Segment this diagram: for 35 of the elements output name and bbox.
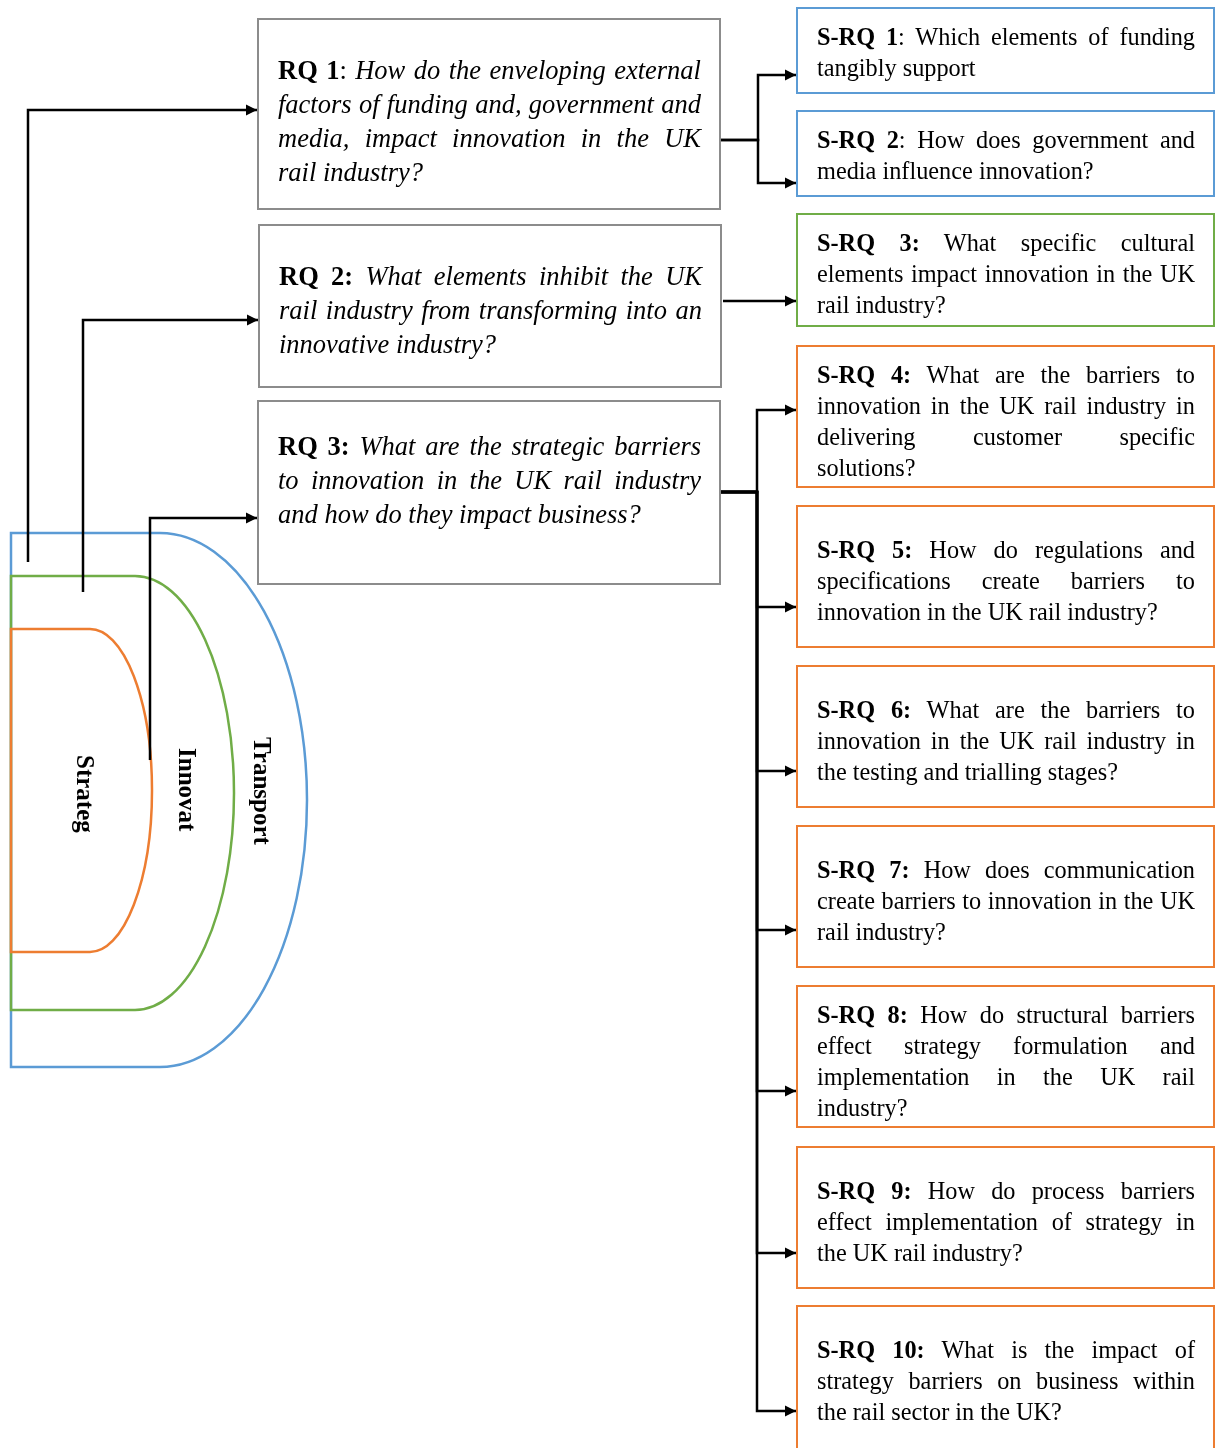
sub-question-box [796,505,1215,648]
sub-question-box [796,345,1215,488]
sub-question-box [796,1146,1215,1289]
question-text: S-RQ 3: What specific cultural elements impact innovation in the UK rail industry? [817,228,1195,320]
sub-question-box [796,1305,1215,1448]
question-text: S-RQ 6: What are the barriers to innovation in the UK rail industry in the testing and trialling stages? [817,695,1195,787]
arrow [723,295,796,307]
question-text: S-RQ 10: What is the impact of strategy barriers on business within the rail sector in the UK? [817,1335,1195,1427]
arrow [148,512,257,760]
question-text: S-RQ 8: How do structural barriers effect strategy formulation and implementation in the UK rail industry? [817,1000,1195,1123]
arrow [26,104,257,562]
sub-question-box [796,7,1215,94]
question-text: RQ 3: What are the strategic barriers to innovation in the UK rail industry and how do they impact business? [278,430,701,531]
question-text: S-RQ 9: How do process barriers effect implementation of strategy in the UK rail industry? [817,1176,1195,1268]
question-text: S-RQ 1: Which elements of funding tangibly support [817,22,1195,83]
question-text: S-RQ 7: How does communication create barriers to innovation in the UK rail industry? [817,855,1195,947]
question-box [257,18,721,210]
band-label: Transport [250,737,275,845]
arrow [721,138,796,189]
question-text: S-RQ 2: How does government and media influence innovation? [817,125,1195,186]
sub-question-box [796,110,1215,197]
question-box [257,400,721,585]
arrow [721,490,796,1417]
arrow [81,314,258,592]
question-text: S-RQ 4: What are the barriers to innovation in the UK rail industry in delivering customer specific solutions? [817,360,1195,483]
band-label: Strateg [73,755,98,833]
sub-question-box [796,825,1215,968]
question-text: RQ 2: What elements inhibit the UK rail industry from transforming into an innovative industry? [279,260,702,361]
sub-question-box [796,213,1215,327]
sub-question-box [796,985,1215,1128]
question-text: RQ 1: How do the enveloping external factors of funding and, government and media, impact innovation in the UK rail industry? [278,54,701,189]
question-box [258,224,722,388]
band-label: Innovat [175,748,200,832]
sub-question-box [796,665,1215,808]
question-text: S-RQ 5: How do regulations and specifications create barriers to innovation in the UK rail industry? [817,535,1195,627]
